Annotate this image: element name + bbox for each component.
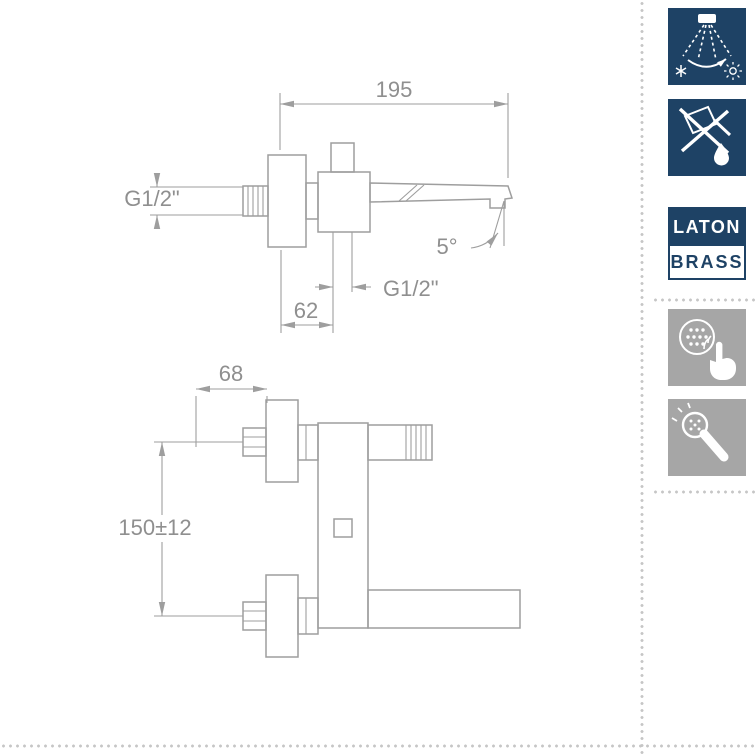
technical-drawing: 195 G1/2" 5° G1/2" 62 68 xyxy=(118,77,521,658)
handshower-icon xyxy=(668,399,746,476)
no-tools-icon-art xyxy=(678,105,732,166)
vertical-dotted-separator xyxy=(640,0,644,756)
dim-62-label: 62 xyxy=(294,298,318,323)
bottom-dotted-separator xyxy=(0,744,756,748)
horizontal-dotted-separator xyxy=(652,490,756,494)
brass-label: BRASS xyxy=(670,246,744,278)
outlet-thread-label: G1/2" xyxy=(383,276,439,301)
angle-label: 5° xyxy=(436,234,457,259)
dim-height-label: 150±12 xyxy=(118,515,191,540)
adjustable-spray-icon xyxy=(668,8,746,85)
no-tools-installation-icon xyxy=(668,99,746,176)
nozzles-icon-art xyxy=(679,319,736,380)
inlet-thread-label: G1/2" xyxy=(124,186,180,211)
horizontal-dotted-separator xyxy=(652,298,756,302)
laton-label: LATON xyxy=(670,209,744,246)
sun-icon xyxy=(724,62,742,80)
brass-material-badge: LATON BRASS xyxy=(668,207,746,280)
touch-hand-icon xyxy=(709,341,736,380)
dim-195-label: 195 xyxy=(376,77,413,102)
handshower-icon-art xyxy=(671,402,729,462)
water-drop-icon xyxy=(714,143,729,166)
spray-icon-art xyxy=(675,14,742,80)
dim-68-label: 68 xyxy=(219,361,243,386)
easy-clean-nozzles-icon xyxy=(668,309,746,386)
snowflake-icon xyxy=(675,65,687,77)
